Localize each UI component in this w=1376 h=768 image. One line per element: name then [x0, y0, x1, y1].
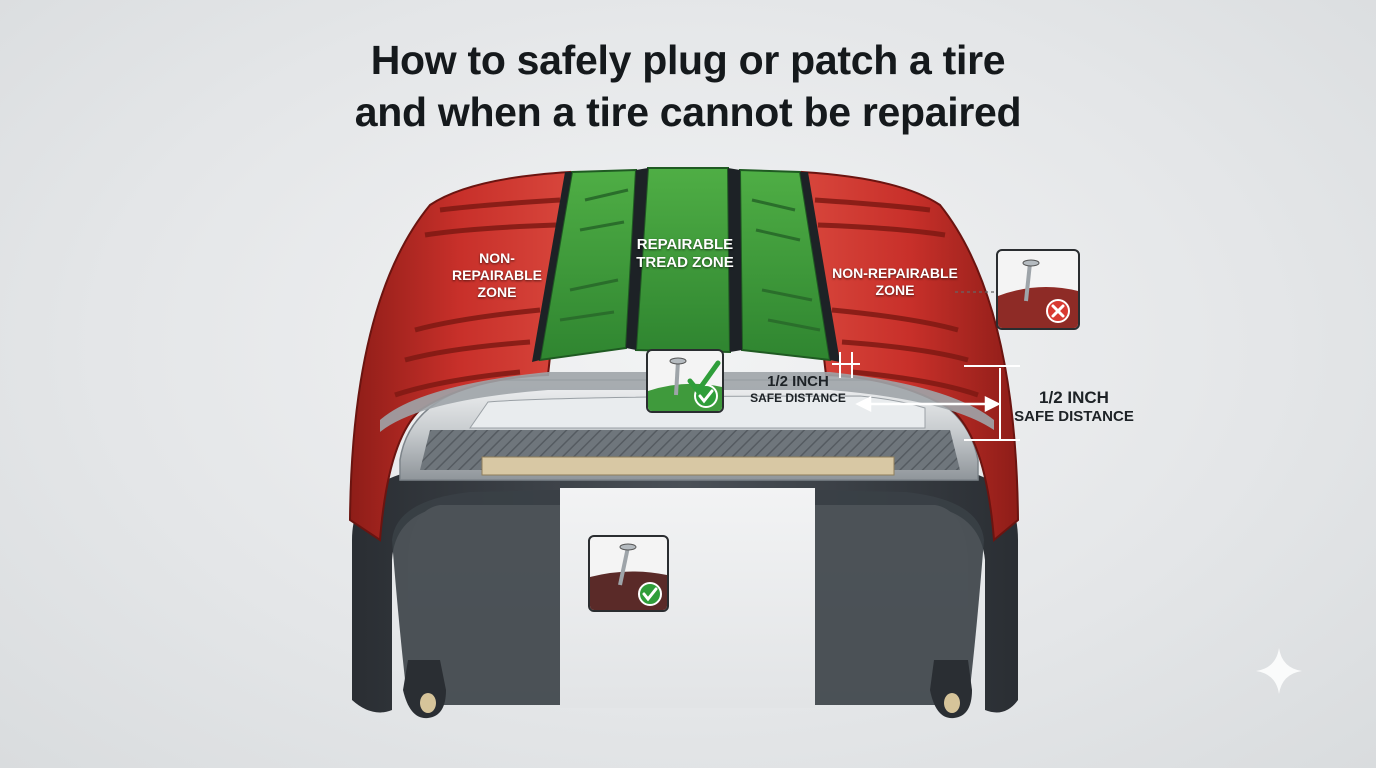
inner-distance-line-1: 1/2 INCH — [767, 373, 829, 390]
outer-distance-arrow — [964, 365, 1020, 441]
center-zone-line-2: TREAD ZONE — [636, 254, 734, 271]
title-line-2: and when a tire cannot be repaired — [354, 89, 1022, 135]
title-line-1: How to safely plug or patch a tire — [370, 37, 1006, 83]
vertical-distance-marker — [832, 352, 860, 378]
right-nonrepairable-label: NON-REPAIRABLE ZONE — [825, 265, 965, 299]
page-title: How to safely plug or patch a tire and w… — [0, 34, 1376, 138]
inner-distance-line-2: SAFE DISTANCE — [750, 391, 846, 405]
outer-distance-line-2: SAFE DISTANCE — [1014, 408, 1134, 426]
outer-distance-line-1: 1/2 INCH — [1039, 388, 1109, 407]
right-zone-line-1: NON-REPAIRABLE — [832, 265, 958, 281]
left-zone-line-2: REPAIRABLE — [452, 266, 542, 283]
shoulder-puncture-thumbnail — [996, 249, 1080, 330]
right-zone-line-2: ZONE — [875, 281, 915, 298]
left-zone-line-3: ZONE — [477, 283, 517, 300]
inner-distance-arrow — [855, 395, 1001, 413]
inner-safe-distance-label: 1/2 INCH SAFE DISTANCE — [742, 373, 854, 405]
left-zone-line-1: NON- — [479, 250, 515, 266]
inner-liner — [352, 470, 1018, 713]
repairable-tread-zone-label: REPAIRABLE TREAD ZONE — [620, 236, 750, 272]
nail-puncture-check-icon — [648, 351, 722, 411]
cord-layer — [481, 456, 895, 476]
sparkle-icon — [1256, 648, 1302, 694]
inner-puncture-thumbnail — [588, 535, 669, 612]
outer-safe-distance-label: 1/2 INCH SAFE DISTANCE — [1012, 388, 1136, 426]
right-bead — [930, 660, 972, 719]
tread-puncture-thumbnail — [646, 349, 724, 413]
center-zone-line-1: REPAIRABLE — [636, 236, 734, 253]
nail-puncture-check-icon — [590, 543, 667, 610]
right-nonrepairable-shoulder — [800, 170, 1020, 543]
tread-front-edge — [380, 372, 994, 432]
left-nonrepairable-shoulder — [348, 170, 572, 542]
left-nonrepairable-label: NON- REPAIRABLE ZONE — [452, 250, 542, 300]
nail-puncture-x-icon — [998, 259, 1078, 328]
